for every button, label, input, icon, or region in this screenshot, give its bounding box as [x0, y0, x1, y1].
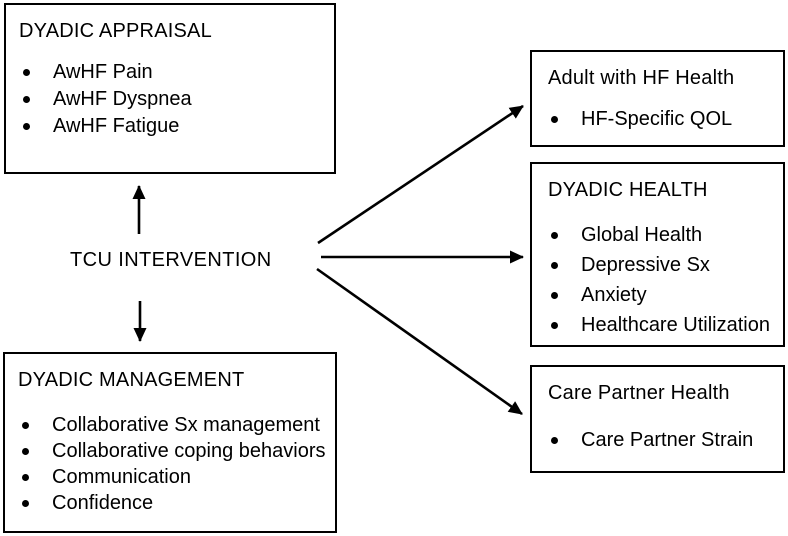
- list-item-label: AwHF Dyspnea: [53, 88, 192, 110]
- dyadic-health-list: Global Health Depressive Sx Anxiety Heal…: [532, 220, 783, 340]
- list-item-label: Collaborative Sx management: [52, 413, 320, 436]
- list-item: Global Health: [532, 220, 783, 250]
- list-item-label: Healthcare Utilization: [581, 313, 770, 336]
- arrow-tcu-to-care-partner: [316, 267, 523, 416]
- bullet-icon: [551, 321, 558, 329]
- list-item: Depressive Sx: [532, 250, 783, 280]
- list-item: AwHF Fatigue: [6, 113, 334, 140]
- list-item-label: Anxiety: [581, 283, 647, 306]
- bullet-icon: [22, 421, 29, 429]
- list-item-label: Confidence: [52, 491, 154, 514]
- bullet-icon: [22, 499, 29, 507]
- dyadic-appraisal-box: DYADIC APPRAISAL AwHF Pain AwHF Dyspnea …: [4, 3, 336, 174]
- dyadic-health-title: DYADIC HEALTH: [548, 179, 708, 201]
- care-partner-health-box: Care Partner Health Care Partner Strain: [530, 365, 785, 473]
- list-item-label: AwHF Pain: [53, 61, 153, 83]
- list-item-label: Communication: [52, 465, 191, 488]
- dyadic-management-box: DYADIC MANAGEMENT Collaborative Sx manag…: [3, 352, 337, 533]
- bullet-icon: [551, 231, 558, 239]
- bullet-icon: [23, 96, 30, 103]
- list-item: Healthcare Utilization: [532, 310, 783, 340]
- bullet-icon: [22, 447, 29, 455]
- list-item-label: Care Partner Strain: [581, 429, 754, 451]
- arrow-tcu-to-adult-hf: [317, 104, 524, 245]
- care-partner-health-list: Care Partner Strain: [532, 427, 783, 454]
- bullet-icon: [551, 261, 558, 269]
- list-item: AwHF Dyspnea: [6, 86, 334, 113]
- bullet-icon: [23, 69, 30, 76]
- list-item: Communication: [5, 464, 335, 490]
- dyadic-appraisal-title: DYADIC APPRAISAL: [19, 20, 212, 42]
- list-item: Anxiety: [532, 280, 783, 310]
- dyadic-appraisal-list: AwHF Pain AwHF Dyspnea AwHF Fatigue: [6, 59, 334, 140]
- dyadic-management-list: Collaborative Sx management Collaborativ…: [5, 412, 335, 516]
- dyadic-management-title: DYADIC MANAGEMENT: [18, 369, 245, 391]
- bullet-icon: [22, 473, 29, 481]
- list-item-label: AwHF Fatigue: [53, 115, 180, 137]
- bullet-icon: [551, 291, 558, 299]
- adult-hf-health-list: HF-Specific QOL: [532, 106, 783, 133]
- list-item-label: Global Health: [581, 223, 703, 246]
- adult-hf-health-box: Adult with HF Health HF-Specific QOL: [530, 50, 785, 147]
- list-item: AwHF Pain: [6, 59, 334, 86]
- list-item: Confidence: [5, 490, 335, 516]
- bullet-icon: [551, 116, 558, 123]
- bullet-icon: [23, 123, 30, 130]
- list-item-label: Depressive Sx: [581, 253, 710, 276]
- list-item: Collaborative Sx management: [5, 412, 335, 438]
- list-item-label: HF-Specific QOL: [581, 108, 733, 130]
- bullet-icon: [551, 437, 558, 444]
- tcu-intervention-label: TCU INTERVENTION: [70, 249, 272, 271]
- list-item: HF-Specific QOL: [532, 106, 783, 133]
- dyadic-health-box: DYADIC HEALTH Global Health Depressive S…: [530, 162, 785, 347]
- adult-hf-health-title: Adult with HF Health: [548, 67, 735, 89]
- care-partner-health-title: Care Partner Health: [548, 382, 730, 404]
- list-item-label: Collaborative coping behaviors: [52, 439, 326, 462]
- list-item: Care Partner Strain: [532, 427, 783, 454]
- list-item: Collaborative coping behaviors: [5, 438, 335, 464]
